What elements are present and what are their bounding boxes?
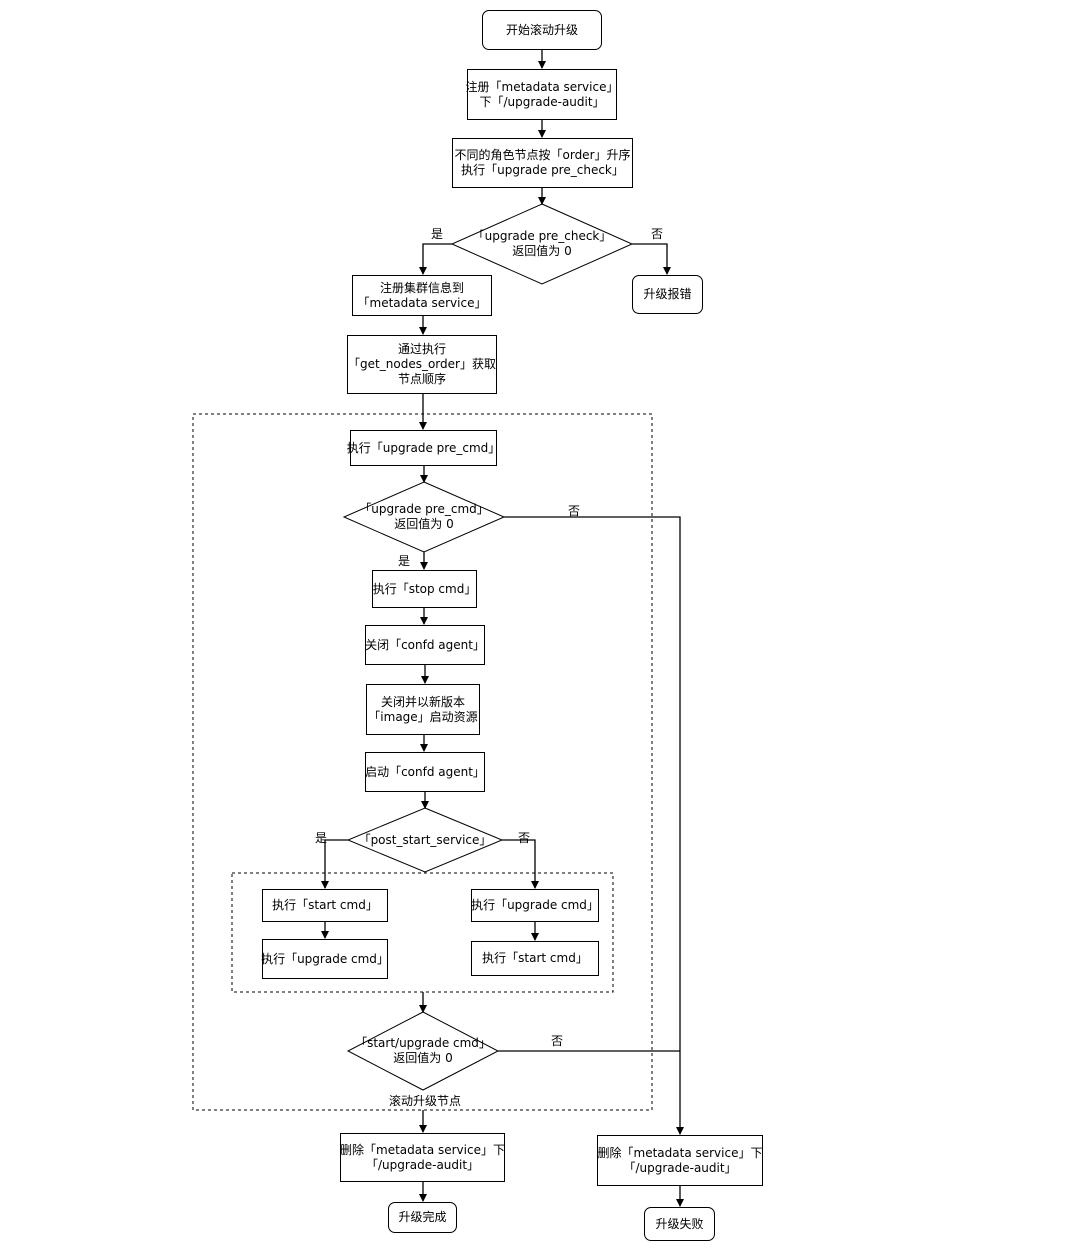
no-label-pre-cmd: 否 [568,504,581,518]
start-node: 开始滚动升级 [482,10,602,50]
left-upgrade-cmd-node-text-line-1: 执行「upgrade cmd」 [261,951,389,966]
right-start-cmd-node: 执行「start cmd」 [471,941,599,976]
post-start-decision-shape [346,807,504,873]
edge-precheck-yes [419,243,452,275]
rolling-upgrade-group-label: 滚动升级节点 [389,1094,462,1108]
delete-audit-success-node-text-line-2: 「/upgrade-audit」 [365,1157,480,1172]
start-upgrade-decision: 「start/upgrade cmd」返回值为 0 [355,1031,491,1071]
pre-check-decision-shape [450,203,634,285]
close-restart-image-node-text-line-1: 关闭并以新版本 [380,694,465,709]
pre-check-decision-text-line-2: 返回值为 0 [512,244,572,258]
edge-pre-cmd-no [504,516,684,1135]
register-cluster-node-text-line-2: 「metadata service」 [357,295,487,310]
pre-cmd-decision: 「upgrade pre_cmd」返回值为 0 [354,497,494,537]
get-nodes-order-node-text-line-2: 「get_nodes_order」获取 [348,357,496,371]
post-start-decision-text-line-1: 「post_start_service」 [358,832,492,847]
right-start-cmd-node-text-line-1: 执行「start cmd」 [482,951,588,965]
exec-pre-cmd-node: 执行「upgrade pre_cmd」 [347,430,500,466]
delete-audit-failure-node-text-line-2: 「/upgrade-audit」 [623,1160,737,1175]
exec-stop-cmd-node: 执行「stop cmd」 [372,570,477,608]
upgrade-done-node-text-line-1: 升级完成 [398,1210,447,1224]
yes-label-post-start: 是 [315,831,328,845]
no-label-post-start: 否 [518,831,531,845]
pre-cmd-decision-text-line-2: 返回值为 0 [394,517,454,531]
edge-post-start-yes [321,839,348,889]
upgrade-failed-node: 升级失败 [644,1207,715,1241]
pre-check-order-node: 不同的角色节点按「order」升序执行「upgrade pre_check」 [452,138,633,188]
get-nodes-order-node-text-line-1: 通过执行 [397,342,446,356]
start-confd-node: 启动「confd agent」 [365,752,485,792]
pre-cmd-decision-text-line-1: 「upgrade pre_cmd」 [359,502,489,516]
register-audit-node: 注册「metadata service」下「/upgrade-audit」 [465,69,619,120]
start-upgrade-decision-text-line-2: 返回值为 0 [393,1051,453,1065]
edge-post-start-no [502,839,539,889]
delete-audit-success-node-text-line-1: 删除「metadata service」下 [340,1142,505,1157]
close-confd-node-text-line-1: 关闭「confd agent」 [365,637,485,652]
pre-check-decision: 「upgrade pre_check」返回值为 0 [462,224,622,264]
exec-stop-cmd-node-text-line-1: 执行「stop cmd」 [372,581,477,596]
delete-audit-failure-node-text-line-1: 删除「metadata service」下 [597,1145,763,1160]
post-start-decision: 「post_start_service」 [358,830,492,850]
upgrade-error-node: 升级报错 [632,275,703,314]
delete-audit-failure-node: 删除「metadata service」下「/upgrade-audit」 [597,1135,763,1186]
pre-check-order-node-text-line-2: 执行「upgrade pre_check」 [461,163,624,177]
pre-check-order-node-text-line-1: 不同的角色节点按「order」升序 [454,148,631,162]
left-upgrade-cmd-node: 执行「upgrade cmd」 [261,939,389,979]
close-restart-image-node-text-line-2: 「image」启动资源 [368,709,478,724]
delete-audit-success-node: 删除「metadata service」下「/upgrade-audit」 [340,1133,505,1182]
upgrade-failed-node-text-line-1: 升级失败 [655,1216,704,1231]
start-upgrade-decision-shape [346,1011,500,1091]
close-restart-image-node: 关闭并以新版本「image」启动资源 [366,684,480,735]
start-confd-node-text-line-1: 启动「confd agent」 [365,764,485,779]
yes-label-pre-check: 是 [431,227,444,241]
pre-check-decision-text-line-1: 「upgrade pre_check」 [472,229,612,243]
no-label-start-upgrade: 否 [551,1034,564,1048]
left-start-cmd-node-text-line-1: 执行「start cmd」 [272,898,378,912]
register-cluster-node-text-line-1: 注册集群信息到 [379,280,464,295]
upgrade-error-node-text-line-1: 升级报错 [643,287,692,301]
register-audit-node-text-line-1: 注册「metadata service」 [465,79,619,94]
start-upgrade-decision-text-line-1: 「start/upgrade cmd」 [355,1036,491,1050]
close-confd-node: 关闭「confd agent」 [365,625,485,665]
yes-label-pre-cmd: 是 [398,554,411,568]
get-nodes-order-node: 通过执行「get_nodes_order」获取节点顺序 [347,335,497,394]
right-upgrade-cmd-node-text-line-1: 执行「upgrade cmd」 [471,898,599,912]
right-upgrade-cmd-node: 执行「upgrade cmd」 [471,889,599,922]
register-audit-node-text-line-2: 下「/upgrade-audit」 [479,94,605,109]
no-label-pre-check: 否 [651,227,664,241]
exec-pre-cmd-node-text-line-1: 执行「upgrade pre_cmd」 [346,440,501,455]
left-start-cmd-node: 执行「start cmd」 [262,889,388,922]
upgrade-done-node: 升级完成 [388,1202,457,1233]
start-node-text-line-1: 开始滚动升级 [505,22,578,37]
edge-precheck-no [632,243,671,275]
register-cluster-node: 注册集群信息到「metadata service」 [352,275,492,316]
get-nodes-order-node-text-line-3: 节点顺序 [397,372,446,386]
